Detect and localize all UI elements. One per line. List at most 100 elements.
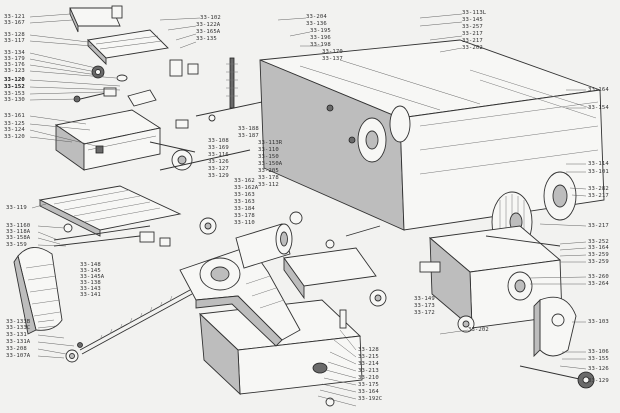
callout-label: 33-202 [462, 45, 483, 51]
callout-label: 33-108 [208, 138, 229, 144]
callout-label: 33-205 [258, 168, 279, 174]
callout-label: 33-161 [4, 113, 25, 119]
callout-label: 33-150 [258, 154, 279, 160]
main-body-casting [259, 39, 605, 231]
callout-label: 33-112 [258, 182, 279, 188]
callout-label: 33-204 [306, 14, 327, 20]
callout-label: 33-128 [4, 32, 25, 38]
callout-label: 33-137 [322, 56, 343, 62]
callout-label: 33-155 [588, 356, 609, 362]
left-table-plate [38, 185, 182, 237]
callout-label: 33-195 [310, 28, 331, 34]
callout-label: 33-126 [588, 366, 609, 372]
callout-label: 33-167 [4, 20, 25, 26]
callout-label: 33-107A [6, 353, 31, 359]
callout-label: 33-217 [588, 223, 609, 229]
callout-label: 33-169 [208, 145, 229, 151]
callout-label: 33-202 [468, 327, 489, 333]
callout-label: 33-259 [588, 252, 609, 258]
knob-parts [73, 65, 157, 107]
left-tail-arm [13, 247, 63, 335]
callout-label: 33-257 [462, 24, 483, 30]
callout-label: 33-123 [4, 68, 25, 74]
callout-label: 33-130 [4, 97, 25, 103]
callout-label: 33-150A [258, 161, 283, 167]
callout-label: 33-141 [80, 292, 101, 298]
callout-label: 33-154 [588, 105, 609, 111]
callout-label: 33-143 [80, 286, 101, 292]
callout-label: 33-164 [588, 87, 609, 93]
callout-label: 33-127 [208, 166, 229, 172]
callout-label: 33-102 [200, 15, 221, 21]
callout-label: 33-110 [234, 220, 255, 226]
callout-label: 33-172 [414, 310, 435, 316]
callout-label: 33-192C [358, 396, 383, 402]
left-saddle-block [54, 109, 196, 171]
callout-label: 33-213 [358, 368, 379, 374]
callout-label: 33-110 [258, 147, 279, 153]
callout-label: 33-120 [4, 134, 25, 140]
center-swing-arm [179, 245, 301, 347]
callout-label: 33-252 [588, 239, 609, 245]
callout-label: 33-217 [588, 193, 609, 199]
callout-label: 33-164 [358, 389, 379, 395]
callout-label: 33-163 [234, 192, 255, 198]
callout-label: 33-162A [234, 185, 259, 191]
callout-label: 33-117 [4, 38, 25, 44]
callout-label: 33-170 [322, 49, 343, 55]
callout-label: 33-264 [588, 281, 609, 287]
callout-label: 33-133B [6, 319, 31, 325]
callout-label: 33-153 [4, 91, 25, 97]
callout-label: 33-149 [414, 296, 435, 302]
right-crank-lever [519, 296, 595, 389]
callout-label: 33-184 [234, 206, 255, 212]
callout-label: 33-178 [234, 213, 255, 219]
callout-label: 33-164 [588, 245, 609, 251]
callout-label: 33-113L [462, 10, 487, 16]
callout-label: 33-163 [234, 199, 255, 205]
callout-label: 33-101 [588, 169, 609, 175]
callout-label: 33-121 [4, 14, 25, 20]
callout-label: 33-148 [80, 262, 101, 268]
callout-label: 33-103 [588, 319, 609, 325]
callout-label: 33-119 [6, 205, 27, 211]
callout-label: 33-129 [208, 173, 229, 179]
callout-label: 33-129 [588, 378, 609, 384]
callout-label: 33-135 [196, 36, 217, 42]
callout-label: 33-173 [414, 303, 435, 309]
lead-screw [65, 289, 193, 363]
callout-label: 33-124 [4, 127, 25, 133]
callout-label: 33-126 [208, 159, 229, 165]
center-arbor-parts [159, 57, 263, 171]
callout-label: 33-113R [258, 140, 283, 146]
callout-label: 33-178 [258, 175, 279, 181]
center-shaft-housing [199, 217, 293, 269]
callout-label: 33-122A [196, 22, 221, 28]
callout-label: 33-260 [588, 274, 609, 280]
center-lower-bracket [283, 211, 475, 333]
callout-label: 33-159 [6, 242, 27, 248]
callout-label: 33-145A [80, 274, 105, 280]
leader-lines [29, 13, 587, 407]
callout-label: 33-114 [588, 161, 609, 167]
callout-label: 33-145 [80, 268, 101, 274]
callout-label: 33-134 [4, 50, 25, 56]
callout-label: 33-217 [462, 31, 483, 37]
callout-label: 33-208 [6, 346, 27, 352]
callout-label: 33-214 [358, 361, 379, 367]
callout-label: 33-175 [358, 382, 379, 388]
callout-label: 33-217 [462, 38, 483, 44]
callout-label: 33-188 [238, 126, 259, 132]
callout-label: 33-158A [6, 235, 31, 241]
callout-label: 33-198 [310, 42, 331, 48]
left-rods [53, 223, 171, 247]
callout-label: 33-179 [4, 56, 25, 62]
callout-label: 33-136 [306, 21, 327, 27]
callout-label: 33-116 [208, 152, 229, 158]
callout-label: 33-176 [4, 62, 25, 68]
top-guard-assembly [69, 5, 169, 66]
callout-label: 33-162 [234, 178, 255, 184]
callout-label: 33-125 [4, 121, 25, 127]
callout-label: 33-131 [6, 332, 27, 338]
